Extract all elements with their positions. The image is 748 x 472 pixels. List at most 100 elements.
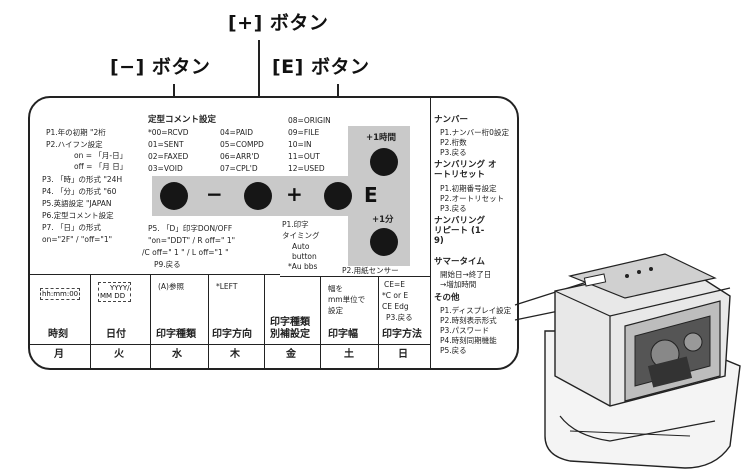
comment-code: 11=OUT — [288, 152, 320, 161]
timing-line: タイミング — [282, 231, 320, 240]
comment-code: 03=VOID — [148, 164, 183, 173]
date-box-line-2: MM DD — [100, 292, 126, 300]
plus-hour-label: +1時間 — [366, 133, 397, 143]
column-date: 日付 — [106, 329, 126, 340]
comment-code: 04=PAID — [220, 128, 253, 137]
day-sun: 日 — [398, 349, 408, 360]
menu-other-title: その他 — [434, 293, 460, 303]
grid-top-line-right — [280, 276, 430, 277]
d-setting-4: P9.戻る — [154, 260, 181, 269]
grid-col — [208, 274, 209, 368]
left-setting-3: on = 「月-日」 — [74, 151, 128, 160]
grid-col — [430, 98, 431, 368]
plus-button[interactable] — [244, 182, 272, 210]
grid-col — [264, 274, 265, 368]
menu-other-item: P3.パスワード — [440, 326, 490, 335]
left-setting-2: P2.ハイフン設定 — [46, 140, 103, 149]
menu-other-item: P4.時刻同期機能 — [440, 336, 497, 345]
a-reference: (A)参照 — [158, 282, 184, 291]
menu-autoreset-title: ナンバリング オートリセット — [434, 160, 504, 180]
day-mon: 月 — [54, 349, 64, 360]
grid-col — [378, 276, 379, 368]
e-symbol: E — [364, 183, 378, 207]
comment-code: 09=FILE — [288, 128, 320, 137]
width-note-2: mm単位で — [328, 295, 366, 304]
print-type-setting-2: 別補設定 — [270, 329, 310, 340]
left-setting-5: P3. 「時」の形式 "24H — [42, 175, 123, 184]
timing-line: *Au bbs — [288, 262, 318, 271]
comment-code: 10=IN — [288, 140, 312, 149]
day-fri: 金 — [286, 349, 296, 360]
left-setting-4: off = 「月 日」 — [74, 162, 128, 171]
e-button[interactable] — [324, 182, 352, 210]
column-print-direction: 印字方向 — [212, 329, 252, 340]
timing-line: P1.印字 — [282, 220, 309, 229]
plus-minute-button[interactable] — [370, 228, 398, 256]
plus-hour-button[interactable] — [370, 148, 398, 176]
comment-code: 01=SENT — [148, 140, 184, 149]
left-setting-6: P4. 「分」の形式 "60 — [42, 187, 117, 196]
column-print-type: 印字種類 — [156, 329, 196, 340]
menu-summer-item: 開始日→終了日 — [440, 270, 492, 279]
menu-autoreset-item: P1.初期番号設定 — [440, 184, 497, 193]
menu-other-item: P5.戻る — [440, 346, 467, 355]
menu-number-item: P3.戻る — [440, 148, 467, 157]
column-print-width: 印字幅 — [328, 329, 358, 340]
menu-number-item: P1.ナンバー桁0設定 — [440, 128, 509, 137]
column-print-method: 印字方法 — [382, 329, 422, 340]
day-thu: 木 — [230, 349, 240, 360]
menu-autoreset-item: P2.オートリセット — [440, 194, 505, 203]
date-box-line-1: YYYY/ — [110, 284, 130, 292]
comment-code: 05=COMPD — [220, 140, 264, 149]
left-setting-1: P1.年の初期 "2桁 — [46, 128, 106, 137]
left-setting-8: P6.定型コメント設定 — [42, 211, 114, 220]
plus-symbol: + — [286, 182, 303, 206]
menu-summer-title: サマータイム — [434, 257, 485, 267]
date-field-box: YYYY/ MM DD — [98, 282, 132, 302]
menu-other-item: P1.ディスプレイ設定 — [440, 306, 512, 315]
comment-code: 12=USED — [288, 164, 325, 173]
comment-code: 08=ORIGIN — [288, 116, 331, 125]
menu-summer-item: →増加時間 — [440, 280, 477, 289]
comment-code: 06=ARR'D — [220, 152, 260, 161]
left-default: *LEFT — [216, 282, 238, 291]
sensor-value: CE=E — [384, 280, 405, 289]
day-row-top — [30, 344, 430, 345]
e-button-callout: [E] ボタン — [272, 56, 370, 78]
plus-button-callout: [+] ボタン — [228, 12, 329, 34]
comment-code: *00=RCVD — [148, 128, 189, 137]
column-time: 時刻 — [48, 329, 68, 340]
control-panel: P1.年の初期 "2桁 P2.ハイフン設定 on = 「月-日」 off = 「… — [28, 96, 519, 370]
timing-line: Auto — [292, 242, 310, 251]
d-setting-3: /C off=" 1 " / L off="1 " — [142, 248, 229, 257]
plus-minute-label: +1分 — [372, 215, 394, 225]
width-note-3: 設定 — [328, 306, 343, 315]
minus-button-callout: [−] ボタン — [110, 56, 211, 78]
grid-col — [90, 274, 91, 368]
left-setting-9: P7. 「日」の形式 — [42, 223, 102, 232]
sensor-value: P3.戻る — [386, 313, 413, 322]
day-wed: 水 — [172, 349, 182, 360]
menu-autoreset-title-text: ナンバリング オートリセット — [434, 160, 497, 180]
timing-line: button — [292, 252, 317, 261]
grid-col — [320, 276, 321, 368]
print-type-setting-1: 印字種類 — [270, 317, 310, 328]
sensor-label: P2.用紙センサー — [342, 266, 399, 275]
minus-button[interactable] — [160, 182, 188, 210]
menu-repeat-title-text: ナンバリング リピート (1-9) — [434, 216, 486, 246]
d-setting-2: "on="DDT" / R off=" 1" — [148, 236, 236, 245]
menu-number-item: P2.桁数 — [440, 138, 467, 147]
width-note-1: 幅を — [328, 284, 343, 293]
minus-symbol: − — [206, 182, 223, 206]
comment-code: 02=FAXED — [148, 152, 189, 161]
sensor-value: CE Edg — [382, 302, 409, 311]
time-field-box: hh:mm:00 — [40, 288, 81, 300]
grid-col — [150, 274, 151, 368]
sensor-value: *C or E — [382, 291, 409, 300]
left-setting-7: P5.英語設定 "JAPAN — [42, 199, 112, 208]
menu-other-item: P2.時刻表示形式 — [440, 316, 497, 325]
menu-autoreset-item: P3.戻る — [440, 204, 467, 213]
comment-code: 07=CPL'D — [220, 164, 258, 173]
comment-title: 定型コメント設定 — [148, 115, 217, 125]
left-setting-10: on="2F" / "off="1" — [42, 235, 113, 244]
